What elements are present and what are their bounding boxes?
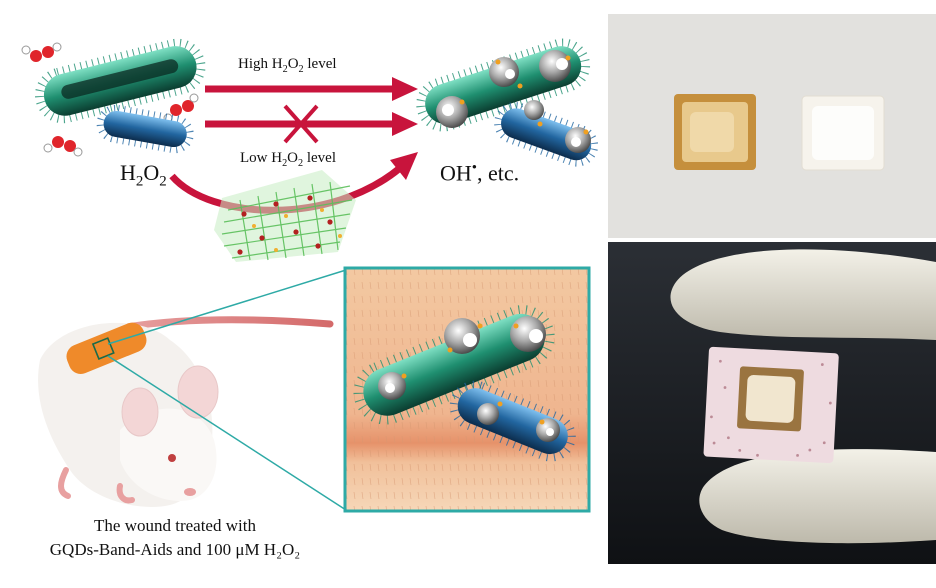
- high-level-label: High H2O2 level: [238, 56, 337, 75]
- low-level-label: Low H2O2 level: [240, 150, 337, 169]
- band-aid-icon: [66, 322, 147, 374]
- band-aid-patch-photo: [703, 346, 839, 464]
- graphene-sheet-icon: [214, 170, 356, 262]
- reactant-label: H2O2: [120, 160, 167, 190]
- h2o2-molecule-icon: [163, 93, 199, 123]
- gqds-sample-square: [674, 94, 756, 170]
- caption-line-2: GQDs-Band-Aids and 100 μM H₂O₂: [49, 540, 301, 559]
- photo-gqds-band-aids: [608, 14, 936, 238]
- hydroxyl-radical-sphere-icon: [436, 50, 591, 153]
- caption-line-1: The wound treated with: [94, 516, 256, 535]
- caption: The wound treated with GQDs-Band-Aids an…: [10, 514, 340, 562]
- bacterium-green-icon: [34, 38, 206, 124]
- h2o2-molecule-icon: [21, 42, 62, 62]
- control-sample-square: [801, 95, 885, 171]
- zoom-line: [107, 269, 347, 345]
- bacterium-blue-icon: [96, 104, 194, 154]
- radical-dots: [459, 55, 589, 135]
- photo-gloved-hand: [608, 242, 936, 564]
- skin-inset: [343, 266, 591, 513]
- mouse-illustration: [38, 316, 334, 507]
- arrow-blocked: [205, 104, 418, 144]
- product-label: OH•, etc.: [440, 160, 520, 186]
- arrow-high-level: [205, 77, 418, 101]
- zoom-line: [107, 355, 347, 511]
- h2o2-molecule-icon: [43, 136, 83, 157]
